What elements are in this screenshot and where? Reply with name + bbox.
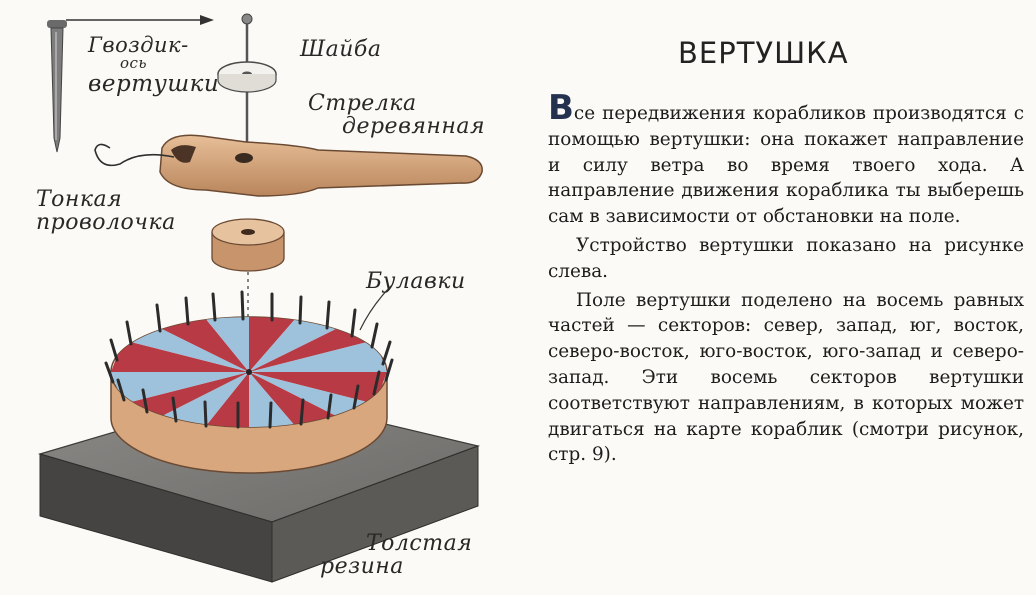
label-pins: Булавки	[366, 269, 466, 294]
label-rubber: Толстая резина	[320, 532, 472, 578]
label-wire: Тонкая проволочка	[36, 188, 176, 234]
direction-arrow-icon	[66, 15, 214, 25]
label-arrow-line2: деревянная	[342, 114, 486, 140]
body-text: Все передвижения корабликов производятся…	[548, 91, 1024, 471]
wooden-arrow-icon	[94, 134, 483, 197]
wooden-disc-icon	[211, 218, 285, 362]
dropcap-letter: В	[548, 88, 574, 128]
page-title: ВЕРТУШКА	[678, 36, 849, 70]
label-washer: Шайба	[300, 37, 382, 62]
label-rubber-line1: Толстая	[366, 531, 473, 556]
label-wire-line1: Тонкая	[36, 187, 123, 212]
label-nail-line3: вертушки	[88, 70, 220, 97]
label-wire-line2: проволочка	[36, 210, 176, 236]
label-arrow: Стрелка деревянная	[308, 92, 485, 138]
paragraph-1-text: се передвижения корабликов производятся …	[548, 103, 1024, 228]
label-nail-line2: ось	[120, 54, 148, 73]
spinner-illustration	[37, 13, 483, 583]
nail-icon	[47, 20, 67, 153]
washer-icon	[217, 13, 277, 150]
spinner-dial-icon	[104, 290, 394, 474]
paragraph-3: Поле вертушки поделено на восемь равных …	[548, 289, 1024, 466]
label-nail-line1: Гвоздик-	[88, 33, 189, 57]
label-nail: Гвоздик- ось вертушки	[88, 34, 219, 96]
paragraph-2: Устройство вертушки показано на рисунке …	[548, 234, 1024, 282]
label-rubber-line2: резина	[320, 554, 404, 580]
label-arrow-line1: Стрелка	[308, 91, 417, 116]
paragraph-1: Все передвижения корабликов производятся…	[548, 91, 1024, 230]
